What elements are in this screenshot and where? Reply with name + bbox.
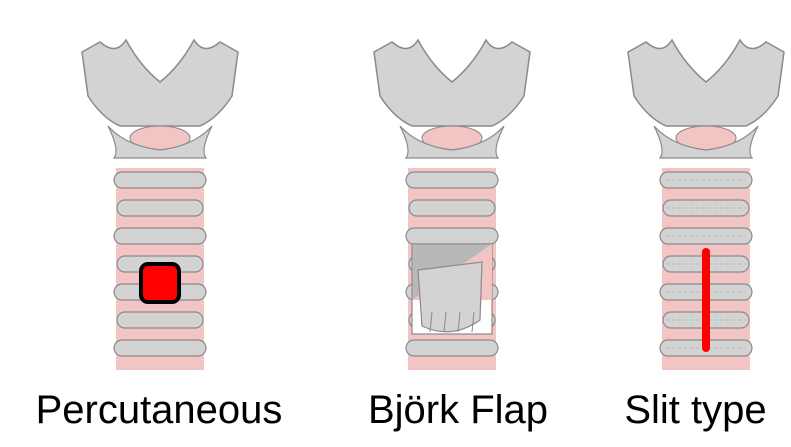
bjork-flap: [418, 262, 482, 332]
tracheal-ring: [117, 312, 203, 328]
tracheal-ring: [409, 200, 495, 216]
percutaneous-stoma: [141, 264, 179, 302]
tracheal-ring: [114, 172, 206, 188]
tracheal-ring: [663, 200, 749, 216]
tracheal-ring: [114, 340, 206, 356]
caption-bjork-flap: Björk Flap: [330, 384, 586, 436]
tracheal-ring: [114, 228, 206, 244]
trachea-bjork-flap: [374, 40, 530, 370]
tracheal-ring: [406, 340, 498, 356]
tracheal-ring: [117, 200, 203, 216]
caption-slit-type: Slit type: [600, 384, 791, 436]
thyroid-cartilage: [374, 40, 530, 126]
caption-percutaneous: Percutaneous: [0, 384, 318, 436]
tracheal-ring: [406, 228, 498, 244]
trachea-percutaneous: [82, 40, 238, 370]
thyroid-cartilage: [628, 40, 784, 126]
thyroid-cartilage: [82, 40, 238, 126]
trachea-slit: [628, 40, 784, 370]
tracheal-ring: [406, 172, 498, 188]
